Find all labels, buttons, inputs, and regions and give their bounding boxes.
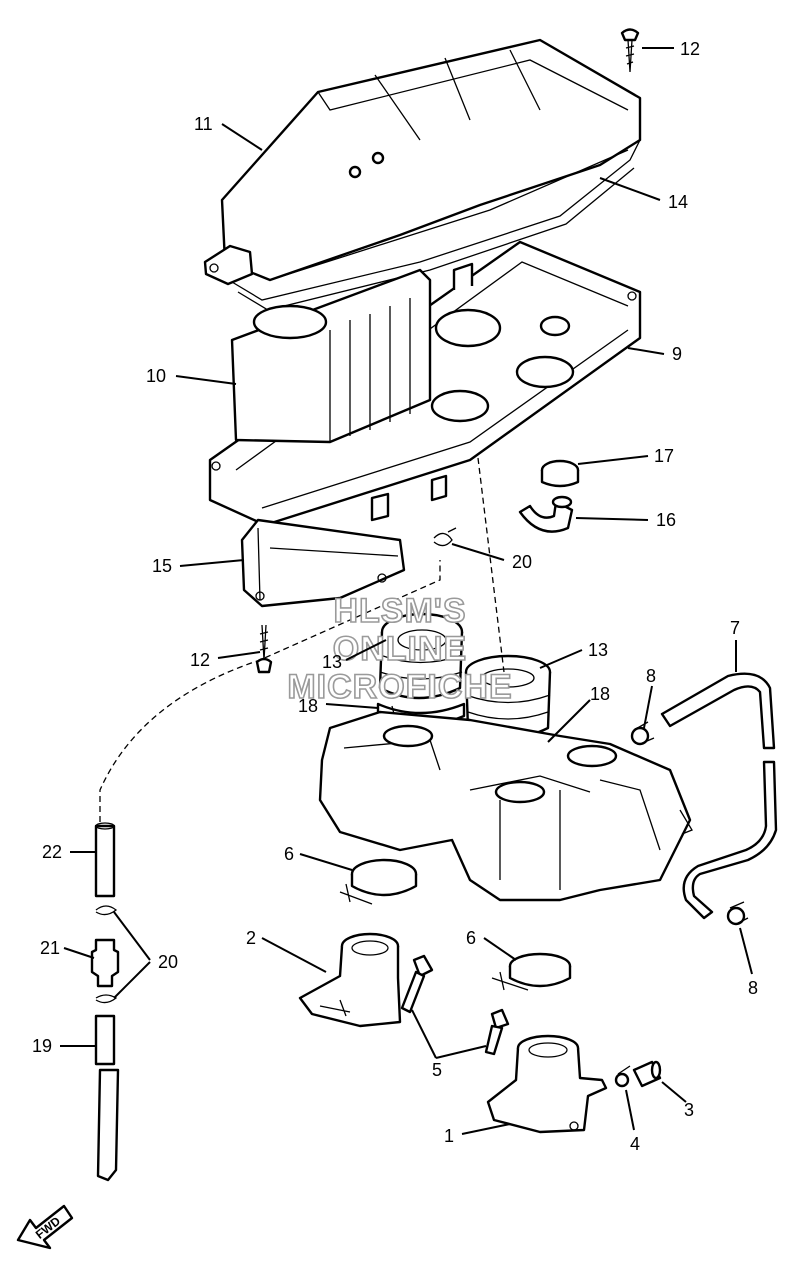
callout-label-band-left: 18 — [298, 696, 318, 716]
band-6-left — [339, 858, 418, 905]
fwd-arrow-icon: FWD — [16, 1204, 74, 1250]
watermark-line-1: HLSM'S — [333, 592, 466, 630]
gasket-seal — [231, 139, 641, 311]
watermark-line-3: MICROFICHE — [287, 668, 512, 706]
fuel-hose — [660, 672, 778, 920]
callout-label-band-right: 18 — [590, 684, 610, 704]
air-filter-element — [230, 268, 432, 444]
callout-label-band6-left: 6 — [284, 844, 294, 864]
carburetor-joint-right — [464, 654, 552, 740]
vacuum-cap — [632, 1060, 662, 1088]
callout-label-clip-lower: 20 — [158, 952, 178, 972]
callout-label-gasket: 14 — [668, 192, 688, 212]
routing-line-drain — [477, 457, 505, 673]
callout-label-clip8-upper: 8 — [646, 666, 656, 686]
screw-left — [255, 624, 273, 674]
callout-leaders — [60, 47, 753, 1135]
callout-label-hose: 7 — [730, 618, 740, 638]
grommet — [540, 459, 580, 488]
screw-top-right — [620, 28, 640, 73]
hose-clip-lower — [95, 905, 118, 1004]
callout-label-manifold-left: 2 — [246, 928, 256, 948]
hose-clip-8-lower — [726, 901, 749, 926]
breather-joint — [90, 938, 120, 988]
callout-label-clip4: 4 — [630, 1134, 640, 1154]
callout-label-breather-lower: 19 — [32, 1036, 52, 1056]
watermark-line-2: ONLINE — [333, 630, 467, 668]
mounting-bracket — [240, 518, 406, 608]
callout-label-bolt: 5 — [432, 1060, 442, 1080]
callout-label-element: 10 — [146, 366, 166, 386]
bolt-upper — [400, 954, 434, 1014]
callout-label-breather-upper: 22 — [42, 842, 62, 862]
callout-label-elbow: 16 — [656, 510, 676, 530]
callout-label-joint-right: 13 — [588, 640, 608, 660]
callout-label-manifold-right: 1 — [444, 1126, 454, 1146]
carburetor-assembly — [318, 710, 693, 902]
air-cleaner-cover — [203, 38, 642, 286]
elbow-drain-pipe — [518, 495, 574, 533]
callout-label-bracket: 15 — [152, 556, 172, 576]
callout-label-joint-left: 13 — [322, 652, 342, 672]
watermark: HLSM'S ONLINE MICROFICHE — [287, 591, 513, 707]
intake-manifold-right — [486, 1034, 608, 1134]
callout-label-screw-left: 12 — [190, 650, 210, 670]
callout-label-case: 9 — [672, 344, 682, 364]
intake-manifold-left — [298, 932, 402, 1028]
callout-label-cover: 11 — [194, 114, 213, 134]
band-6-right — [491, 952, 572, 991]
callout-label-clip-upper: 20 — [512, 552, 532, 572]
carburetor-joint-left — [378, 612, 464, 700]
breather-hose-lower — [94, 1014, 120, 1182]
callout-label-joint21: 21 — [40, 938, 60, 958]
callout-label-clip8-lower: 8 — [748, 978, 758, 998]
breather-hose-upper — [94, 822, 116, 898]
callout-label-screw: 12 — [680, 39, 700, 59]
hose-clip-8-upper — [630, 721, 655, 746]
callout-label-grommet: 17 — [654, 446, 674, 466]
bolt-lower — [484, 1008, 510, 1056]
small-clip — [614, 1065, 631, 1088]
hose-clip-upper — [433, 527, 457, 547]
callout-label-band6-right: 6 — [466, 928, 476, 948]
callout-labels: 12 11 14 10 9 17 16 15 20 12 13 13 18 18… — [32, 39, 758, 1154]
callout-label-cap: 3 — [684, 1100, 694, 1120]
